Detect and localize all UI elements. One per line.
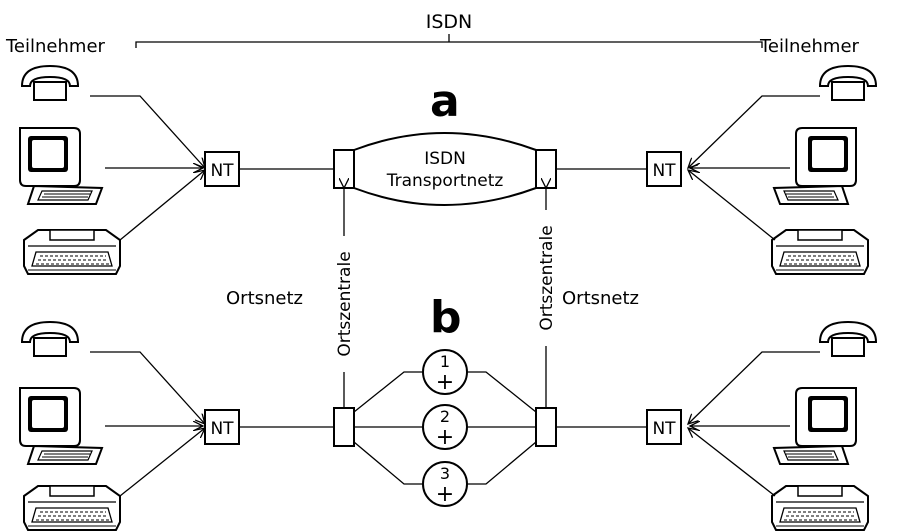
phone-link-line: [90, 95, 205, 168]
subscriber-label-right: Teilnehmer: [759, 36, 860, 57]
exchange-box-left-a: [333, 149, 355, 189]
phone-link-line: [688, 95, 820, 168]
printer-link-line: [119, 170, 205, 241]
channel-1-number: 1: [440, 352, 450, 371]
telephone-icon: [21, 65, 79, 101]
panel-a-letter: a: [430, 76, 460, 127]
computer-terminal-icon: [19, 127, 103, 205]
channel-path: [466, 441, 537, 485]
nt-box-right-a: [646, 151, 682, 187]
exchange-box-right-b: [535, 407, 557, 447]
printer-link-line: [688, 170, 776, 241]
nt-label: NT: [652, 161, 676, 181]
telephone-icon: [819, 321, 877, 357]
cloud-line2: Transportnetz: [386, 171, 504, 191]
teleprinter-icon: [771, 229, 869, 275]
phone-link-line: [90, 351, 205, 424]
local-network-label-left: Ortsnetz: [226, 288, 303, 309]
phone-link-line: [688, 351, 820, 424]
panel-b-letter: b: [430, 292, 462, 343]
channel-path: [353, 441, 424, 485]
teleprinter-icon: [23, 485, 121, 531]
channel-1-symbol: +: [436, 370, 454, 395]
teleprinter-icon: [771, 485, 869, 531]
telephone-icon: [819, 65, 877, 101]
channel-2-number: 2: [440, 407, 450, 426]
isdn-transport-cloud: [353, 132, 537, 206]
exchange-box-left-b: [333, 407, 355, 447]
subscriber-label-left: Teilnehmer: [5, 36, 106, 57]
exchange-label-right: Ortszentrale: [537, 225, 557, 330]
teleprinter-icon: [23, 229, 121, 275]
channel-1-circle: [422, 349, 468, 395]
isdn-span-bracket: [135, 41, 763, 48]
label-mask: [334, 236, 356, 372]
channel-2-symbol: +: [436, 425, 454, 450]
printer-link-line: [688, 428, 776, 497]
local-network-label-right: Ortsnetz: [562, 288, 639, 309]
telephone-icon: [21, 321, 79, 357]
isdn-header-label: ISDN: [426, 11, 473, 33]
nt-label: NT: [210, 419, 234, 439]
channel-3-symbol: +: [436, 482, 454, 507]
nt-box-left-a: [204, 151, 240, 187]
computer-terminal-icon: [773, 127, 857, 205]
computer-terminal-icon: [19, 387, 103, 465]
channel-path: [466, 371, 537, 413]
nt-label: NT: [210, 161, 234, 181]
nt-label: NT: [652, 419, 676, 439]
channel-2-circle: [422, 404, 468, 450]
nt-box-left-b: [204, 409, 240, 445]
printer-link-line: [119, 428, 205, 497]
exchange-label-left: Ortszentrale: [335, 251, 355, 356]
label-mask: [536, 210, 558, 346]
channel-3-circle: [422, 461, 468, 507]
exchange-box-right-a: [535, 149, 557, 189]
cloud-line1: ISDN: [424, 149, 466, 169]
channel-path: [353, 371, 424, 413]
channel-3-number: 3: [440, 464, 450, 483]
